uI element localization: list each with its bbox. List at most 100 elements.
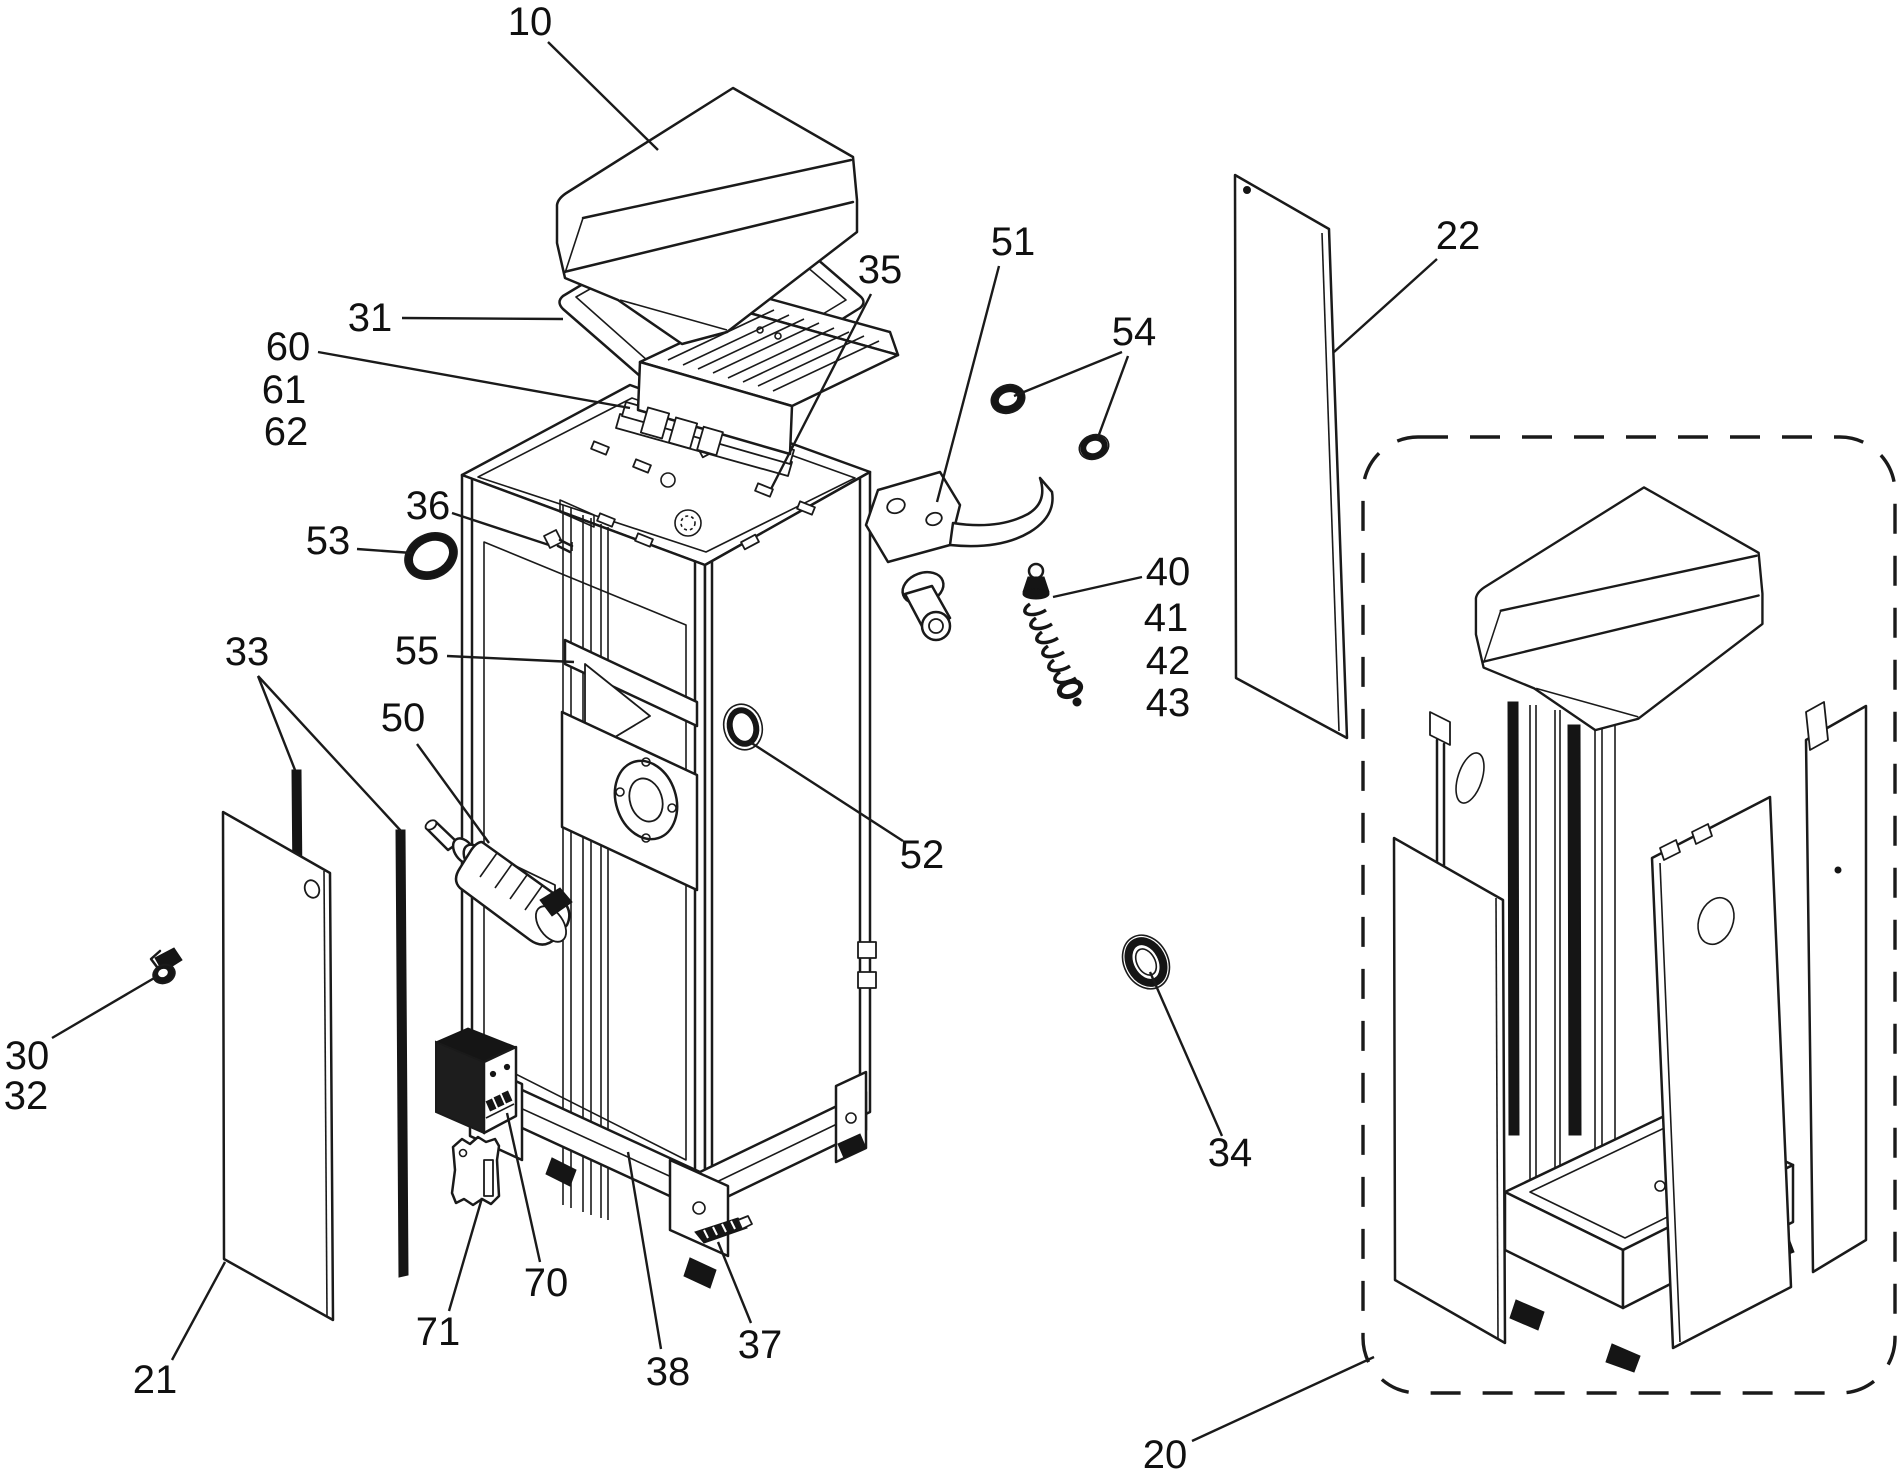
cover-band-seam	[619, 299, 728, 331]
leader-line-22	[1333, 258, 1438, 353]
side-panel-part-22	[1233, 173, 1349, 740]
part-label-31: 31	[348, 296, 393, 340]
foot-part-37	[694, 1215, 753, 1244]
side-panel-screw	[1243, 186, 1251, 194]
transformer-part-70	[434, 1027, 518, 1135]
part-label-21: 21	[133, 1358, 178, 1402]
mount-flange-bore	[628, 777, 664, 823]
part-label-33: 33	[225, 630, 270, 674]
ring-part-53	[404, 532, 458, 580]
part-label-10: 10	[508, 0, 553, 44]
part-label-36: 36	[406, 484, 451, 528]
leader-line-71	[447, 1197, 484, 1312]
base-foot-b	[683, 1257, 717, 1289]
unit-right-rear-panel	[1804, 701, 1868, 1274]
cover-outline	[555, 86, 859, 346]
grommet-part-34	[1121, 934, 1171, 990]
leader-line-33	[256, 675, 297, 771]
part-label-41: 41	[1144, 596, 1189, 640]
spring-cap-cone	[1022, 576, 1050, 593]
leader-line-60	[317, 350, 631, 410]
part-label-54: 54	[1112, 310, 1157, 354]
leader-line-33	[257, 675, 402, 832]
base-foot-c	[837, 1133, 867, 1159]
door-panel	[221, 810, 335, 1322]
part-label-50: 50	[381, 696, 426, 740]
door-panel-hole	[303, 879, 321, 899]
lock-parts-30-32	[149, 947, 183, 985]
bracket-part-71	[450, 1135, 501, 1207]
part-label-55: 55	[395, 629, 440, 673]
leader-line-35	[769, 293, 873, 490]
mast-strip-right	[395, 829, 409, 1278]
unit-cover	[1474, 486, 1764, 732]
part-label-37: 37	[738, 1323, 783, 1367]
part-label-61: 61	[262, 368, 307, 412]
part-label-34: 34	[1208, 1131, 1253, 1175]
leader-line-10	[547, 41, 659, 151]
spring-coil	[1023, 602, 1077, 685]
leader-line-54	[1013, 350, 1123, 398]
leader-line-55	[446, 654, 575, 664]
mount-plate	[563, 638, 699, 728]
foot-ribs	[703, 1220, 736, 1239]
rocker-hook-arm	[948, 476, 1054, 548]
door-panel-part-21	[221, 810, 335, 1322]
assembled-unit-group-20	[1361, 435, 1897, 1395]
leader-line-38	[626, 1151, 663, 1350]
spring-cap-flange	[1022, 588, 1050, 600]
part-label-22: 22	[1436, 214, 1481, 258]
control-unit-parts-60-62	[615, 292, 900, 477]
leader-line-54	[1095, 355, 1130, 441]
part-label-42: 42	[1146, 639, 1191, 683]
leader-line-20	[1191, 1355, 1375, 1443]
part-label-38: 38	[646, 1350, 691, 1394]
spring-kit-parts-40-43	[1022, 562, 1084, 707]
motor-mount-part-55	[560, 638, 699, 892]
cover-edge-left	[564, 217, 584, 274]
cover-part-10	[555, 86, 859, 346]
spring-nut	[1072, 697, 1082, 707]
leader-line-21	[170, 1261, 227, 1361]
washers-part-54	[990, 383, 1110, 461]
transformer-terminals	[485, 1063, 515, 1119]
leader-line-52	[749, 740, 904, 843]
part-label-53: 53	[306, 519, 351, 563]
hinge-tab-a	[857, 941, 877, 959]
lock-tab	[149, 949, 162, 969]
part-label-30: 30	[5, 1034, 50, 1078]
door-panel-fold	[323, 870, 328, 1317]
side-panel	[1233, 173, 1349, 740]
part-label-43: 43	[1146, 681, 1191, 725]
unit-right-front-panel	[1650, 795, 1793, 1350]
unit-mast	[1507, 701, 1616, 1248]
assembled-unit-dashed-box	[1361, 435, 1897, 1395]
rocker-bracket	[864, 470, 962, 564]
part-label-35: 35	[858, 248, 903, 292]
screw-part-36	[543, 529, 574, 554]
spring-cap-knob	[1027, 562, 1045, 580]
bracket-slot	[483, 1159, 494, 1197]
foot-tab	[737, 1215, 753, 1230]
leader-line-31	[401, 316, 564, 321]
side-panel-fold	[1321, 232, 1340, 732]
spring-washer	[1056, 678, 1084, 700]
lock-keyhole	[158, 968, 168, 978]
unit-cable-oval	[1455, 752, 1485, 804]
cover-crease-1	[581, 158, 853, 220]
leader-line-34	[1148, 971, 1224, 1137]
motor-part-50	[424, 819, 573, 946]
leader-line-50	[416, 743, 490, 844]
leader-line-30	[51, 975, 157, 1040]
motor-ribs	[479, 852, 543, 911]
base-foot-a	[545, 1157, 577, 1187]
part-label-60: 60	[266, 325, 311, 369]
part-label-51: 51	[991, 220, 1036, 264]
leader-line-36	[451, 511, 550, 547]
control-unit-connectors	[639, 326, 782, 457]
cabinet-internal-mast	[559, 499, 609, 1220]
cover-crease-2	[562, 200, 855, 274]
part-label-62: 62	[264, 410, 309, 454]
